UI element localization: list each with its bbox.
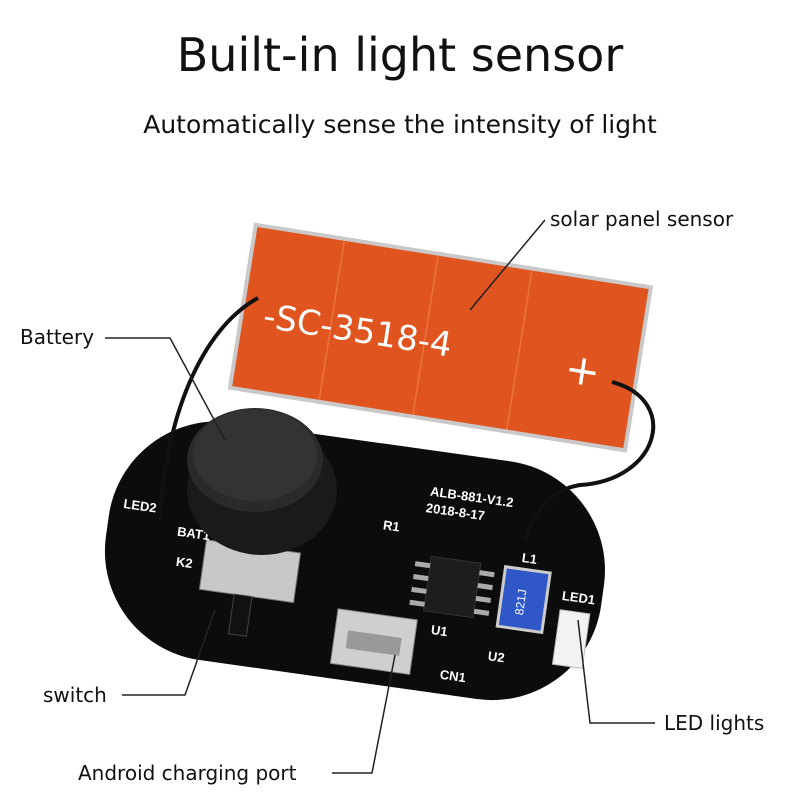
callout-solar-panel: solar panel sensor (550, 207, 734, 231)
solar-panel: -SC-3518-4 + (227, 222, 654, 453)
svg-text:LED2: LED2 (123, 496, 158, 515)
svg-text:K2: K2 (175, 554, 194, 571)
chip-u1 (423, 555, 482, 619)
callout-switch: switch (43, 683, 107, 707)
svg-text:L1: L1 (521, 550, 538, 567)
page-title: Built-in light sensor (176, 28, 624, 82)
svg-text:LED1: LED1 (561, 588, 596, 607)
callout-battery: Battery (20, 325, 95, 349)
callout-led: LED lights (664, 711, 765, 735)
svg-text:R1: R1 (382, 517, 401, 534)
inductor (495, 565, 552, 635)
page-subtitle: Automatically sense the intensity of lig… (143, 110, 657, 139)
svg-text:821J: 821J (512, 588, 529, 616)
wire-negative (158, 296, 259, 521)
svg-text:+: + (561, 343, 603, 397)
coin-battery (187, 408, 337, 555)
callout-lines (105, 219, 655, 774)
svg-text:CN1: CN1 (439, 667, 467, 685)
callout-charging-port: Android charging port (78, 761, 297, 785)
svg-text:U2: U2 (487, 648, 506, 665)
svg-text:U1: U1 (430, 622, 449, 639)
wire-positive (523, 380, 656, 541)
led-light (551, 609, 591, 669)
